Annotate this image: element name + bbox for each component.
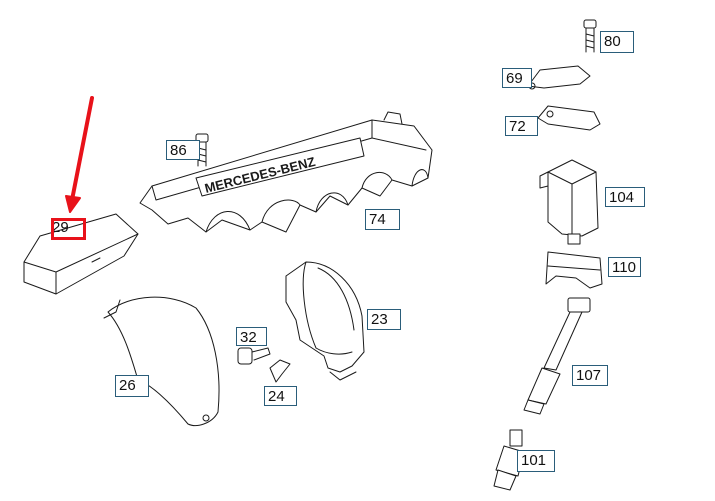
callout-74[interactable]: 74 (365, 209, 400, 230)
plug-part-32 (237, 347, 271, 365)
callout-23[interactable]: 23 (367, 309, 401, 330)
ignition-coil-part-104 (539, 159, 599, 245)
callout-69[interactable]: 69 (502, 68, 532, 88)
callout-110[interactable]: 110 (608, 257, 641, 277)
pointer-arrow (65, 96, 94, 213)
engine-cover-part-74 (139, 111, 433, 233)
callout-72[interactable]: 72 (505, 116, 538, 136)
callout-26[interactable]: 26 (115, 375, 149, 397)
selected-part-highlight (51, 218, 86, 240)
callout-32[interactable]: 32 (236, 327, 267, 346)
bracket-part-23 (285, 261, 365, 381)
bracket-part-72 (537, 105, 601, 131)
connector-bracket-part-110 (545, 251, 603, 289)
callout-29[interactable]: 29 (52, 219, 69, 236)
callout-80[interactable]: 80 (600, 31, 634, 53)
clip-part-24 (269, 359, 291, 383)
callout-86[interactable]: 86 (166, 140, 200, 160)
spark-plug-connector-part-107 (523, 297, 591, 415)
side-cover-part-26 (103, 296, 220, 426)
callout-107[interactable]: 107 (572, 365, 608, 386)
bracket-part-69 (527, 65, 591, 90)
callout-101[interactable]: 101 (517, 450, 555, 472)
callout-24[interactable]: 24 (264, 386, 297, 406)
bolt-part-80 (583, 19, 597, 53)
callout-104[interactable]: 104 (605, 187, 645, 207)
